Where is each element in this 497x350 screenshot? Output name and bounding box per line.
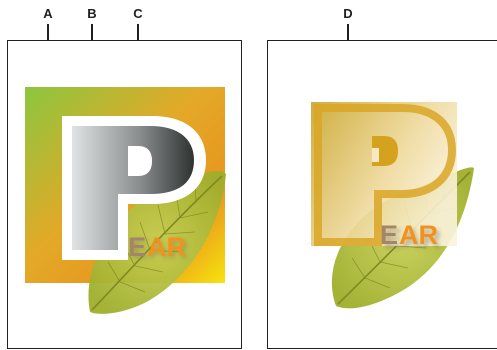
right-artwork: EAR E AR [311, 102, 474, 308]
ear-ar-letters: AR [399, 220, 438, 250]
ear-e-letter: E [128, 232, 146, 262]
letter-p-gold-notch [372, 148, 379, 162]
ear-word: EAR E AR [128, 232, 188, 264]
ear-ar-letters: AR [147, 232, 186, 262]
left-artwork: EAR E AR [25, 87, 226, 314]
ear-word-right: EAR E AR [380, 220, 441, 254]
letter-p-notch [128, 146, 136, 162]
ear-e-letter: E [380, 220, 398, 250]
